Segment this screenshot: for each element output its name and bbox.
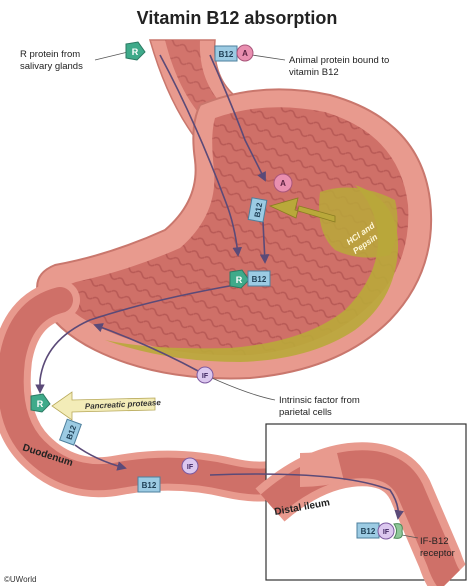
intrinsic-factor-token: IF xyxy=(196,366,214,384)
svg-text:A: A xyxy=(280,179,286,188)
intestine-connector xyxy=(299,448,345,487)
intrinsic-factor-label: Intrinsic factor from parietal cells xyxy=(279,395,362,418)
credit-label: ©UWorld xyxy=(4,575,36,584)
svg-text:B12: B12 xyxy=(219,50,234,59)
arrow-if-release xyxy=(93,323,201,373)
leader-if xyxy=(211,377,276,401)
svg-text:IF: IF xyxy=(202,373,209,380)
svg-text:R: R xyxy=(37,399,44,409)
svg-text:B12: B12 xyxy=(253,202,265,219)
b12-animal-protein-complex: B12 A xyxy=(214,44,254,62)
arrow-r-to-stomach xyxy=(159,54,243,257)
leader-receptor xyxy=(401,534,419,539)
diagram-title: Vitamin B12 absorption xyxy=(137,8,338,28)
pathway-arrows xyxy=(35,51,419,539)
hcl-pepsin-label: HCl and Pepsin xyxy=(344,219,384,256)
arrow-b12-to-r xyxy=(259,221,270,264)
svg-text:A: A xyxy=(242,49,248,58)
leader-a xyxy=(251,54,286,61)
free-b12-token: B12 xyxy=(247,197,268,223)
animal-protein-label: Animal protein bound to vitamin B12 xyxy=(289,55,392,78)
animal-protein-token: A xyxy=(273,173,293,193)
r-protein-token: R xyxy=(125,41,146,61)
pancreatic-protease-arrow xyxy=(51,391,156,421)
duodenum-b12-token: B12 xyxy=(59,418,82,446)
duodenum-lumen xyxy=(0,287,313,495)
svg-text:B12: B12 xyxy=(361,527,376,536)
svg-text:B12: B12 xyxy=(142,481,157,490)
svg-text:IF: IF xyxy=(187,464,194,471)
receptor-shape xyxy=(393,523,403,539)
pancreatic-protease-label: Pancreatic protease xyxy=(85,398,162,411)
receptor-label: IF-B12 receptor xyxy=(420,536,455,559)
acid-region xyxy=(319,187,398,258)
duodenum-r-token: R xyxy=(30,393,51,413)
hcl-arrow xyxy=(268,197,336,223)
svg-text:R: R xyxy=(132,47,139,57)
arrow-to-ileum xyxy=(209,473,404,520)
svg-text:B12: B12 xyxy=(252,275,267,284)
r-protein-label: R protein from salivary glands xyxy=(20,49,83,72)
svg-text:IF: IF xyxy=(383,529,390,536)
arrow-b12-to-if xyxy=(74,444,127,471)
r-b12-complex: R B12 xyxy=(229,269,271,289)
b12-if-complex: B12 IF xyxy=(137,457,199,493)
ileum-b12-if-receptor-complex: B12 IF xyxy=(356,522,403,540)
svg-text:R: R xyxy=(236,275,243,285)
arrow-b12-to-stomach xyxy=(209,54,266,182)
arrow-r-to-duodenum xyxy=(35,284,236,394)
leader-r xyxy=(94,51,129,61)
